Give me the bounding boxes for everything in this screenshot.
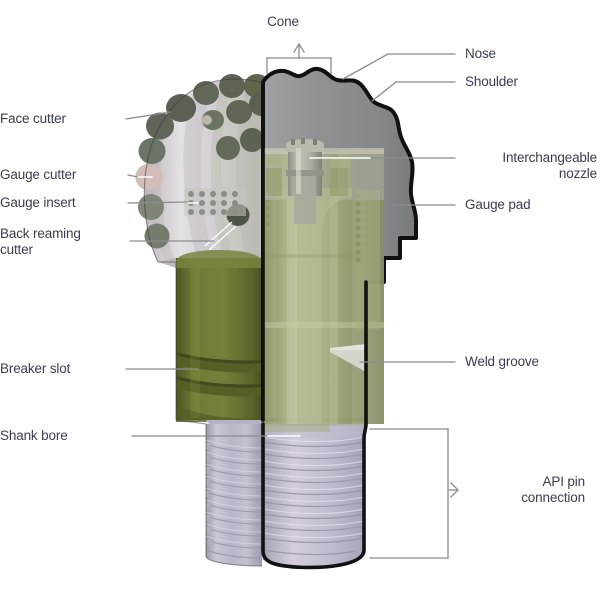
leader-gauge-cutter [127,174,139,178]
face-cutter [202,110,224,130]
leader-gauge-insert [127,201,189,204]
face-cutter [226,100,252,124]
side-nozzle-ports [264,156,350,196]
back-reaming-leader [204,221,237,251]
face-cutter [166,94,196,122]
interchangeable-nozzle [286,138,324,224]
face-cutter [193,81,219,105]
label-nose: Nose [465,46,496,61]
api-pin-threads-left [206,430,262,566]
breaker-slots [176,352,262,397]
exterior-outline [143,78,264,567]
section-outline [261,80,368,570]
label-gauge-pad: Gauge pad [465,197,531,212]
label-shoulder: Shoulder [465,74,518,89]
leader-shoulder-d [371,81,397,102]
leader-nose-d [342,53,389,80]
face-cutter [216,136,240,160]
weld-groove [330,344,366,372]
leader-lines-inner [137,157,371,437]
api-pin-bracket [369,428,459,559]
face-cutter [138,194,164,220]
face-cutter [219,74,245,98]
label-api-pin-connection: API pin connection [521,474,585,505]
label-shank-bore: Shank bore [0,428,68,443]
shank-body-exterior [176,250,262,422]
cone-bracket [266,42,332,74]
label-face-cutter: Face cutter [0,111,66,126]
face-cutter-highlight [202,115,212,125]
label-cone: Cone [267,14,299,29]
leader-face-cutter [125,111,171,120]
api-pin-threads-right [262,424,365,566]
face-cutter [144,223,170,249]
label-breaker-slot: Breaker slot [0,361,71,376]
label-gauge-insert: Gauge insert [0,195,76,210]
label-back-reaming-cutter: Back reaming cutter [0,226,81,257]
face-cutter [138,138,166,164]
label-interchangeable-nozzle: Interchangeable nozzle [502,150,597,181]
label-weld-groove: Weld groove [465,354,539,369]
face-cutter [240,128,264,152]
leader-lines [125,53,456,437]
label-gauge-cutter: Gauge cutter [0,167,77,182]
gauge-insert-grid [184,188,246,216]
